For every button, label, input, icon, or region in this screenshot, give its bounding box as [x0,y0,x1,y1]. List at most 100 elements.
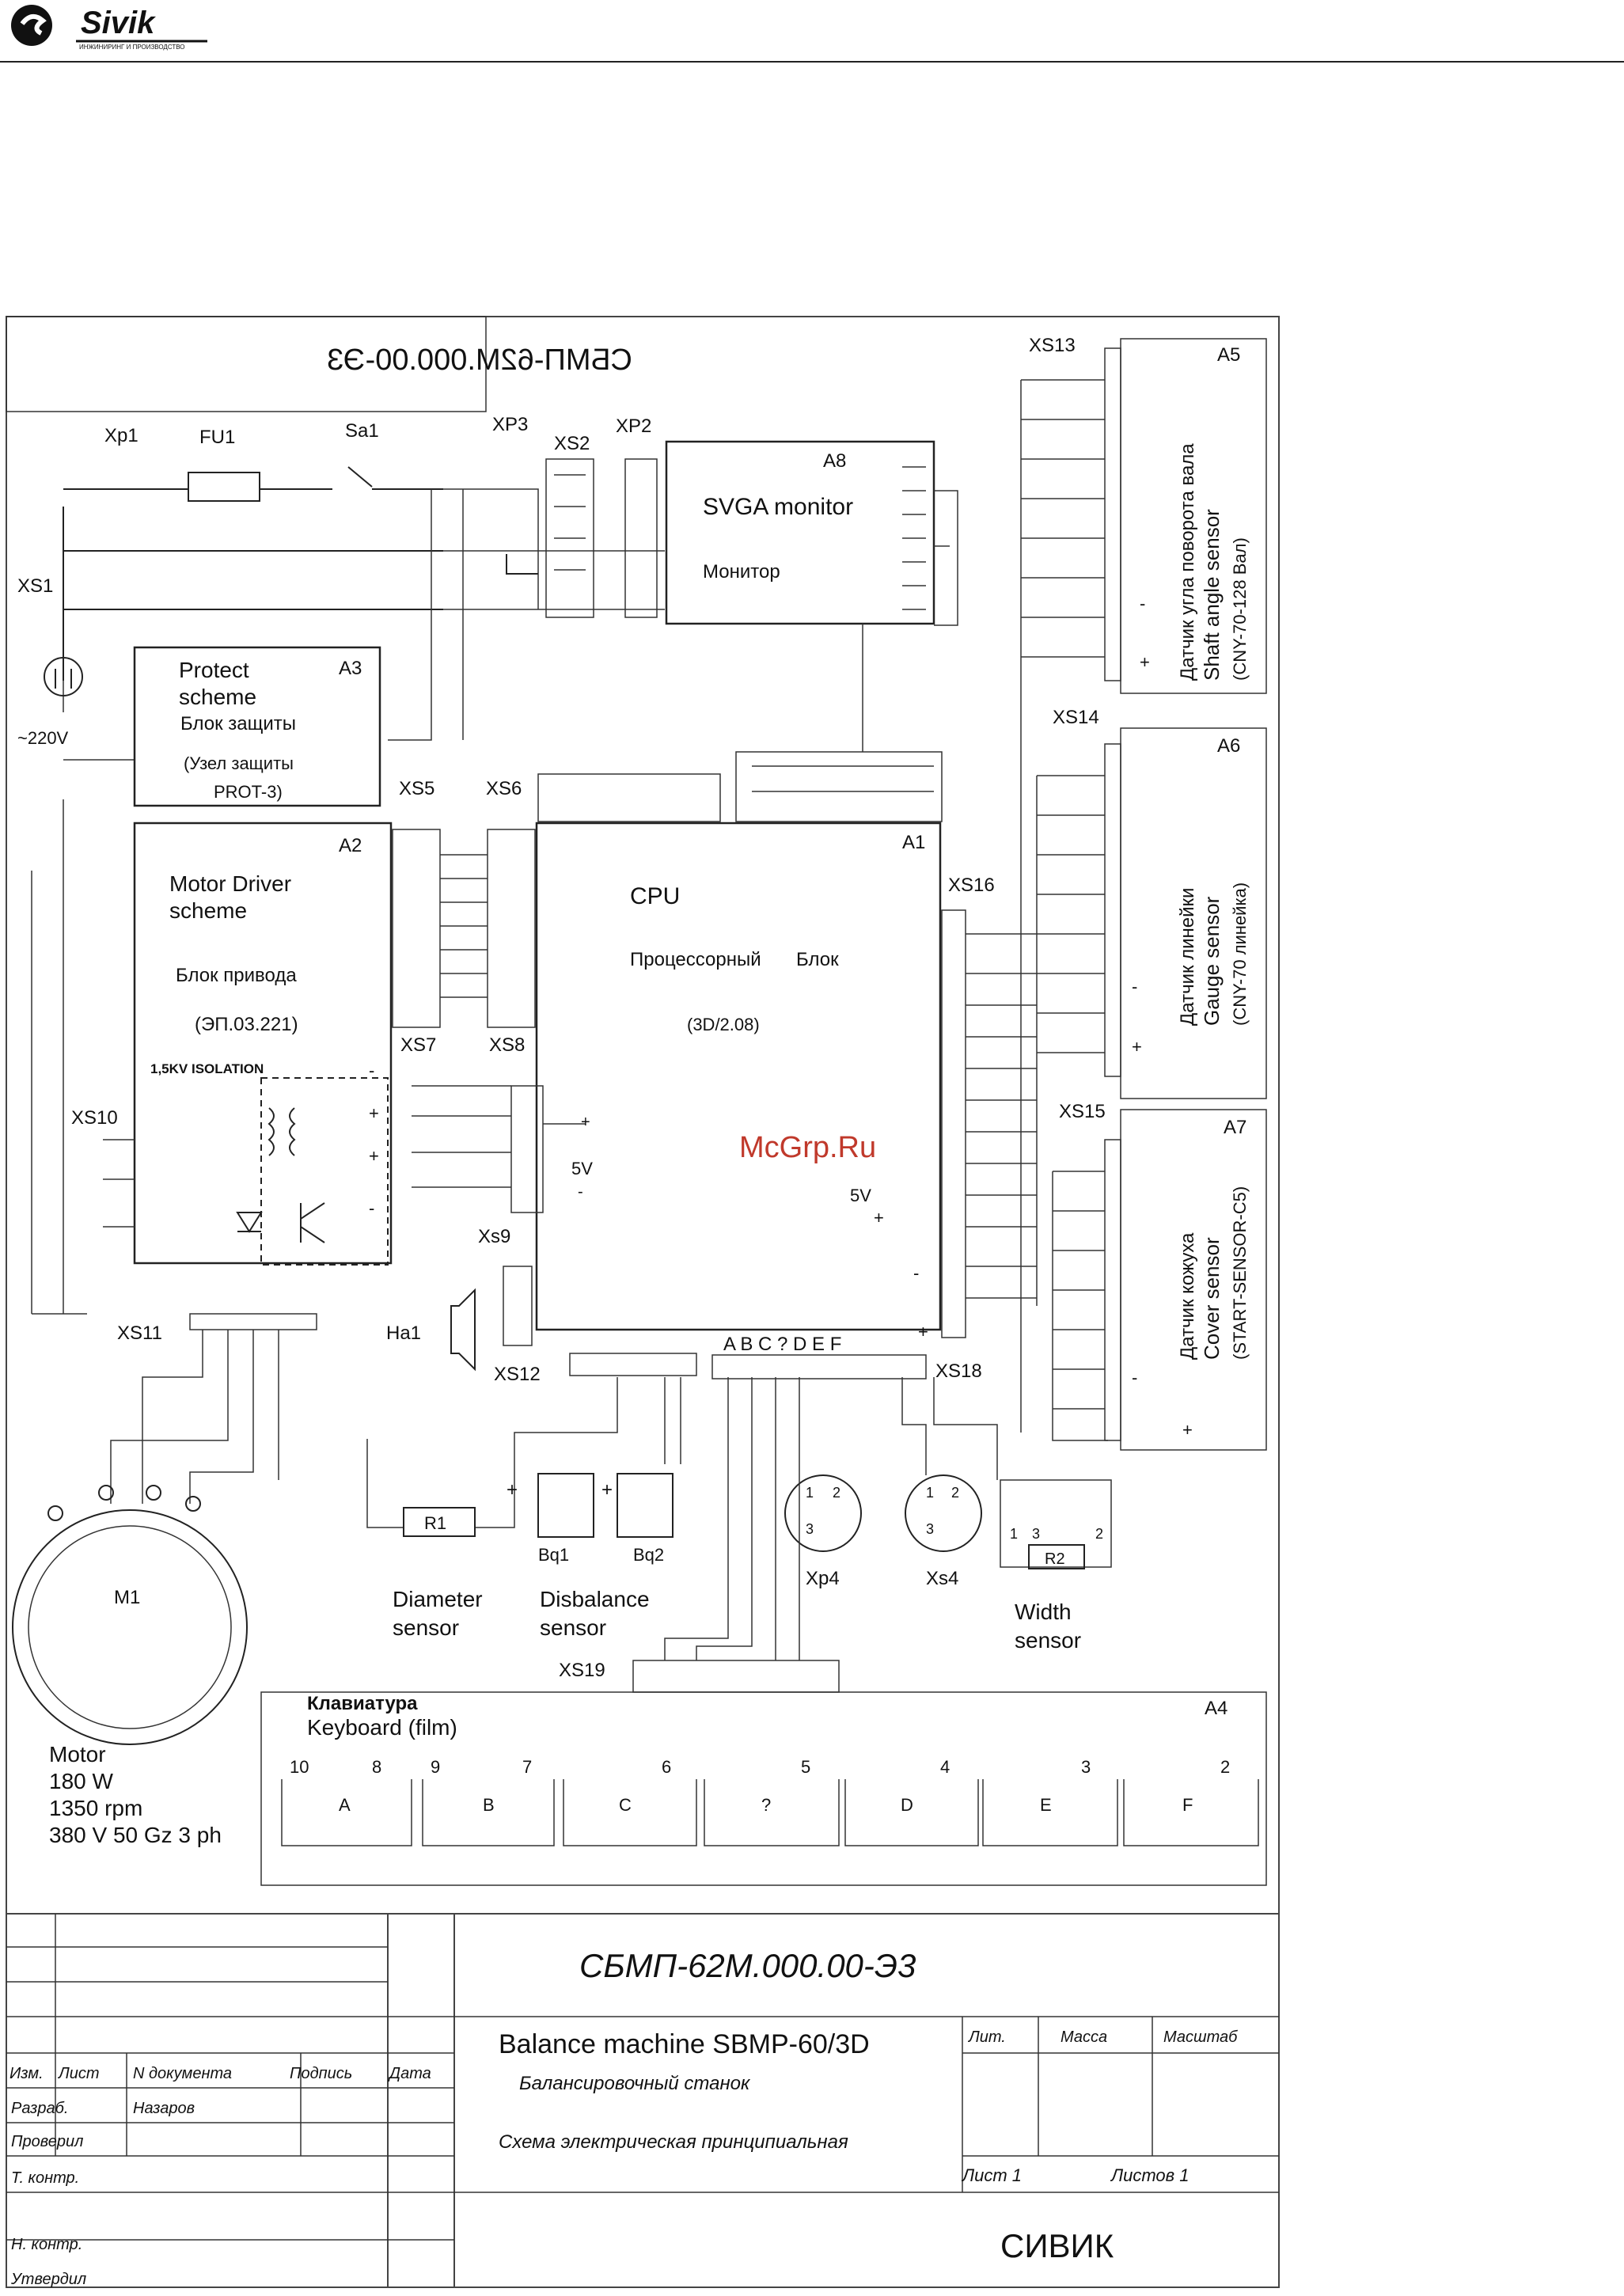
svg-text:10: 10 [290,1757,309,1777]
protect-node-2: PROT-3) [214,782,283,802]
col-sign: Подпись [290,2065,352,2082]
motor-terminal-4 [185,1496,201,1512]
keyboard-title-ru: Клавиатура [307,1693,418,1714]
block-a3-protect [133,646,381,807]
xs18-plus: + [918,1322,928,1342]
keyboard-title-en: Keyboard (film) [307,1715,457,1740]
row-ncontrol-role: Н. контр. [11,2236,82,2253]
svg-text:?: ? [761,1795,771,1815]
power-lines [63,507,443,681]
a2-minus-2: - [369,1198,374,1218]
label-xs1: XS1 [17,575,53,597]
label-xs2: XS2 [554,433,590,454]
sensor-bq2 [617,1473,674,1538]
motor-driver-ru: Блок привода [176,965,297,986]
key-f: 2 F [1123,1757,1259,1846]
gauge-sensor-en: Gauge sensor [1200,896,1224,1026]
optocoupler-led-icon [236,1212,263,1233]
svg-text:F: F [1182,1795,1193,1815]
power-line-top [63,466,443,490]
block-a1-cpu [535,822,942,1331]
connector-xp2 [624,458,658,618]
block-a8-monitor [665,440,935,625]
motor-driver-title-2: scheme [169,898,247,923]
cpu-model: (3D/2.08) [687,1015,760,1034]
row-dev-name: Назаров [133,2100,195,2117]
label-xp3: XP3 [492,414,528,435]
keyboard-a4 [260,1691,1267,1886]
mains-plug-icon [44,657,83,696]
fuse-fu1 [188,472,260,502]
motor-power: 180 W [49,1769,113,1793]
xs4-pin-2: 2 [951,1485,959,1501]
motor-supply: 380 V 50 Gz 3 ph [49,1823,222,1847]
a7-plus: + [1182,1420,1193,1440]
label-a3: A3 [339,658,362,679]
r2-pin-2: 2 [1095,1526,1103,1542]
label-mains: ~220V [17,728,69,748]
lit-label: Лит. [967,2028,1006,2046]
key-c: 6 C [563,1757,697,1846]
cover-sensor-en: Cover sensor [1200,1237,1224,1360]
connector-xs13 [1104,347,1121,681]
resistor-r2 [1028,1544,1085,1569]
label-a1: A1 [902,832,925,853]
motor-m1-inner [28,1525,232,1729]
label-xs19: XS19 [559,1660,605,1681]
shaft-sensor-model: (CNY-70-128 Вал) [1230,537,1250,681]
connector-keyboard-header [711,1354,927,1379]
title-block: СБМП-62М.000.00-Э3 Balance machine SBMP-… [6,1913,1279,2288]
transformer-icon [268,1107,296,1156]
protect-title-2: scheme [179,685,256,709]
xs10-pins [103,1139,135,1228]
cover-sensor-model: (START-SENSOR-C5) [1230,1186,1250,1360]
protect-node-1: (Узел защиты [184,753,294,773]
sheet-label: Лист 1 [961,2165,1022,2185]
cpu-title-ru-2: Блок [796,949,839,970]
xp4-pin-3: 3 [806,1521,814,1537]
label-xs13: XS13 [1029,335,1076,356]
motor-terminal-3 [146,1485,161,1501]
company-name: СИВИК [1000,2227,1114,2264]
label-xs4: Xs4 [926,1568,958,1589]
mains-plug-pins-icon [55,669,72,689]
a8-pins [902,466,926,610]
connector-xs14 [1104,743,1121,1077]
power-branches [63,489,464,741]
a2-minus: - [369,1061,374,1080]
connector-xs15 [1104,1139,1121,1441]
label-ha1: Ha1 [386,1323,421,1344]
svg-text:6: 6 [662,1757,671,1777]
connector-xs12 [569,1353,697,1376]
xs18-minus: - [913,1263,919,1283]
a5-minus: - [1140,594,1145,613]
row-check-role: Проверил [11,2133,83,2150]
label-abc: A B C ? D E F [723,1334,841,1355]
xs16-bus [966,933,1037,1299]
xp4-pin-2: 2 [833,1485,840,1501]
label-a6: A6 [1217,735,1240,757]
key-d: 4 D [844,1757,979,1846]
connector-xp4 [784,1474,862,1552]
label-a4: A4 [1205,1698,1227,1719]
label-xs16: XS16 [948,875,995,896]
protect-title-1: Protect [179,658,249,682]
row-dev-role: Разраб. [11,2100,68,2117]
connector-xs11 [189,1313,317,1330]
row-tcontrol-role: Т. контр. [11,2169,79,2187]
width-sensor-2: sensor [1015,1628,1081,1653]
xs13-bus [1020,379,1105,1433]
sensor-r2-box [1000,1479,1112,1568]
motor-wires [110,1330,279,1504]
a5-plus: + [1140,652,1150,672]
a7-minus: - [1132,1368,1137,1387]
svg-text:3: 3 [1081,1757,1091,1777]
label-xs5: XS5 [399,778,434,799]
svg-text:2: 2 [1220,1757,1230,1777]
logo-text: Sivik [81,6,156,40]
col-izm: Изм. [9,2065,44,2082]
label-xs12: XS12 [494,1364,541,1385]
key-e: 3 E [982,1757,1118,1846]
sivik-logo: Sivik ИНЖИНИРИНГ И ПРОИЗВОДСТВО [11,5,207,51]
connector-xs8 [487,829,536,1028]
